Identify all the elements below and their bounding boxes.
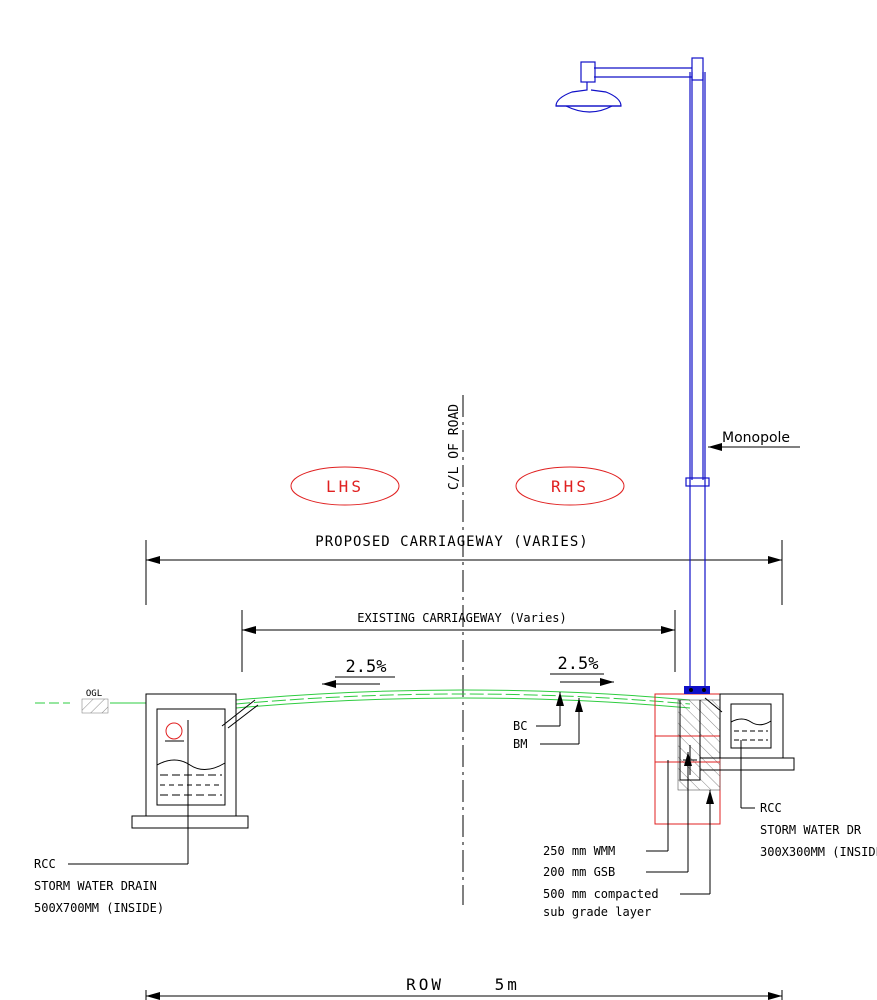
centerline: C/L OF ROAD: [447, 395, 464, 905]
slope-right-label: 2.5%: [558, 654, 599, 674]
monopole-label: Monopole: [722, 430, 790, 446]
bc-label: BC: [513, 719, 527, 733]
centerline-label: C/L OF ROAD: [447, 404, 462, 490]
monopole-light: [555, 57, 710, 694]
right-storm-water-drain: [699, 693, 795, 809]
layer-callouts: 250 mm WMM 200 mm GSB 500 mm compacted s…: [543, 752, 714, 919]
monopole-callout: Monopole: [708, 430, 800, 451]
left-drain-line-3: 500X700MM (INSIDE): [34, 901, 164, 915]
slope-left-label: 2.5%: [346, 657, 387, 677]
bc-bm-leaders: BC BM: [513, 692, 583, 751]
existing-carriageway-dimension: EXISTING CARRIAGEWAY (Varies): [241, 610, 676, 672]
ogl-label: OGL: [86, 689, 102, 699]
right-drain-line-3: 300X300MM (INSIDE: [760, 845, 877, 859]
row-label: ROW 5m: [406, 975, 520, 994]
drain-pipe-icon: [165, 722, 183, 740]
bm-label: BM: [513, 737, 527, 751]
left-drain-line-2: STORM WATER DRAIN: [34, 879, 157, 893]
right-drain-callout: RCC STORM WATER DR 300X300MM (INSIDE: [760, 801, 877, 859]
existing-carriageway-label: EXISTING CARRIAGEWAY (Varies): [357, 611, 567, 625]
pole-foundation: [654, 693, 721, 825]
row-dimension: ROW 5m: [145, 975, 783, 1000]
rhs-marker: RHS: [515, 466, 625, 506]
lhs-marker: LHS: [290, 466, 400, 506]
road-surface: OGL: [35, 689, 783, 714]
slope-left: 2.5%: [322, 657, 395, 688]
layer-gsb: 200 mm GSB: [543, 865, 615, 879]
layer-wmm: 250 mm WMM: [543, 844, 615, 858]
layer-subgrade-1: 500 mm compacted: [543, 887, 659, 901]
left-drain-callout: RCC STORM WATER DRAIN 500X700MM (INSIDE): [34, 857, 164, 915]
lhs-label: LHS: [326, 477, 364, 496]
proposed-carriageway-dimension: PROPOSED CARRIAGEWAY (VARIES): [145, 534, 783, 605]
proposed-carriageway-label: PROPOSED CARRIAGEWAY (VARIES): [315, 534, 588, 550]
layer-subgrade-2: sub grade layer: [543, 905, 651, 919]
rhs-label: RHS: [551, 477, 589, 496]
ogl-hatch: [81, 698, 109, 714]
left-drain-line-1: RCC: [34, 857, 56, 871]
left-storm-water-drain: [68, 693, 259, 865]
slope-right: 2.5%: [550, 654, 614, 686]
right-drain-line-1: RCC: [760, 801, 782, 815]
right-drain-line-2: STORM WATER DR: [760, 823, 862, 837]
